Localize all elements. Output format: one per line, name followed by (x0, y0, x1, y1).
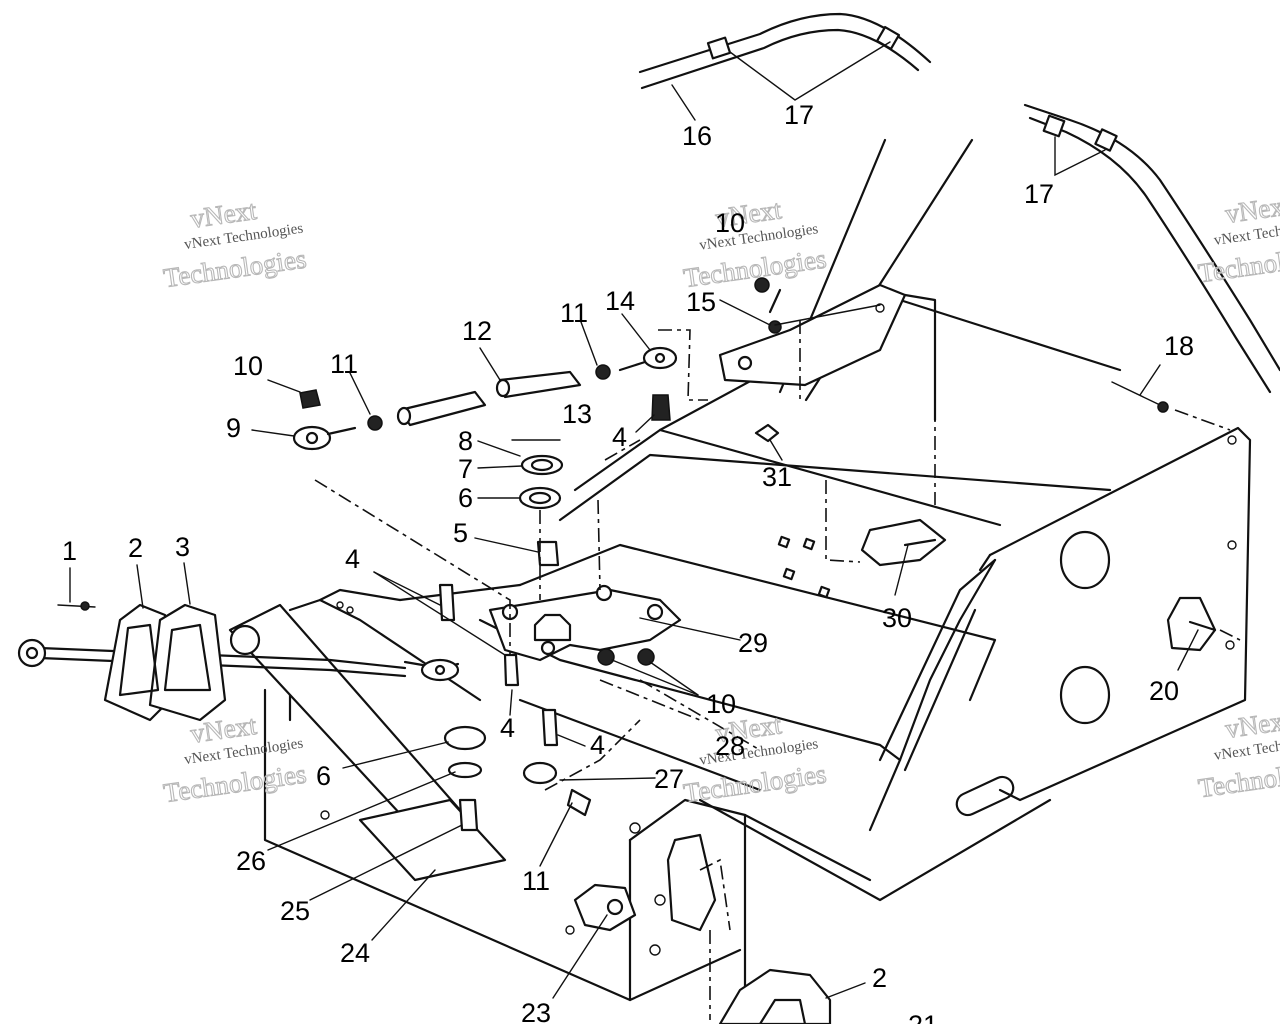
callout-4: 4 (590, 730, 605, 760)
callout-2: 2 (128, 533, 143, 563)
callout-28: 28 (715, 731, 745, 761)
callout-2: 2 (872, 963, 887, 993)
callout-10: 10 (706, 689, 736, 719)
mount-plate-23 (573, 883, 637, 932)
callout-27: 27 (654, 764, 684, 794)
callout-6: 6 (316, 761, 331, 791)
callout-4: 4 (500, 713, 515, 743)
svg-text:Technologies: Technologies (162, 758, 308, 808)
callout-17: 17 (1024, 179, 1054, 209)
svg-text:vNext: vNext (1223, 190, 1280, 229)
gasket-bottom (718, 968, 832, 1024)
mount-plate-30 (860, 518, 947, 567)
callout-25: 25 (280, 896, 310, 926)
callout-11: 11 (522, 866, 550, 896)
callout-12: 12 (462, 316, 492, 346)
callout-18: 18 (1164, 331, 1194, 361)
svg-text:Technologies: Technologies (162, 243, 308, 293)
callout-1: 1 (62, 536, 77, 566)
leader-lines (69, 41, 1199, 999)
callout-30: 30 (882, 603, 912, 633)
callout-14: 14 (605, 286, 635, 316)
handlebar-tube-left (638, 12, 932, 90)
callout-labels: 1 2 3 4 4 4 4 5 6 6 7 8 9 10 10 10 11 11… (62, 100, 1194, 1024)
callout-20: 20 (1149, 676, 1179, 706)
nuts-10 (597, 648, 655, 666)
lower-bushings (443, 725, 558, 832)
linkage-plate (488, 584, 682, 662)
watermark-5: vNext vNext Technologies Technologies (1196, 189, 1280, 289)
callout-29: 29 (738, 628, 768, 658)
callout-11: 11 (330, 349, 358, 379)
callout-15: 15 (686, 287, 716, 317)
pin-18 (1111, 381, 1161, 406)
callout-10: 10 (233, 351, 263, 381)
callout-17: 17 (784, 100, 814, 130)
bolts (438, 583, 592, 817)
callout-10: 10 (715, 208, 745, 238)
callout-13: 13 (562, 399, 592, 429)
svg-text:Technologies: Technologies (1196, 239, 1280, 289)
callout-11: 11 (560, 298, 588, 328)
watermark-3: vNext vNext Technologies Technologies (161, 709, 308, 808)
callout-24: 24 (340, 938, 370, 968)
callout-3: 3 (175, 532, 190, 562)
callout-9: 9 (226, 413, 241, 443)
callout-31: 31 (762, 462, 792, 492)
callout-8: 8 (458, 426, 473, 456)
callout-4: 4 (612, 422, 627, 452)
washer-stack (518, 454, 564, 567)
pedal-arm (228, 588, 482, 832)
steering-bracket (718, 277, 907, 387)
watermark-2: vNext vNext Technologies Technologies (681, 194, 828, 294)
svg-text:Technologies: Technologies (1196, 754, 1280, 804)
callout-5: 5 (453, 518, 468, 548)
callout-6: 6 (458, 483, 473, 513)
upper-linkage (292, 346, 678, 451)
callout-7: 7 (458, 454, 473, 484)
callout-23: 23 (521, 998, 551, 1024)
gasket-pair (103, 603, 227, 722)
handlebar-tube-right (1023, 103, 1280, 394)
callout-16: 16 (682, 121, 712, 151)
callout-4: 4 (345, 544, 360, 574)
callout-21: 21 (908, 1010, 938, 1024)
watermark-6: vNext vNext Technologies Technologies (1196, 704, 1280, 804)
clip-31 (754, 423, 780, 443)
callout-26: 26 (236, 846, 266, 876)
watermark-1: vNext vNext Technologies Technologies (161, 194, 308, 293)
svg-text:vNext: vNext (1223, 705, 1280, 744)
